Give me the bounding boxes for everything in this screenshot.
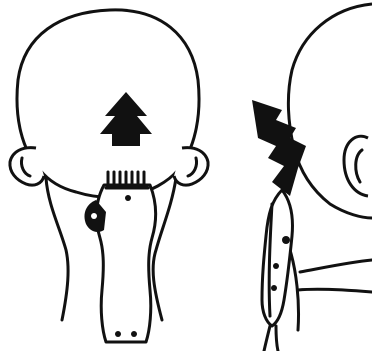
side-view-panel — [252, 4, 372, 351]
clipper-screw — [131, 331, 137, 337]
clipper-screw — [273, 263, 279, 269]
clipper-screw — [271, 285, 277, 291]
head-outline-icon — [17, 10, 199, 198]
hair-clipper-icon — [262, 190, 293, 351]
clipper-button — [282, 236, 290, 244]
back-view-panel — [10, 10, 208, 342]
clipper-screw — [125, 195, 131, 201]
clipper-cord — [264, 326, 270, 351]
clipper-screw — [115, 331, 121, 337]
neck-icon — [290, 250, 372, 330]
